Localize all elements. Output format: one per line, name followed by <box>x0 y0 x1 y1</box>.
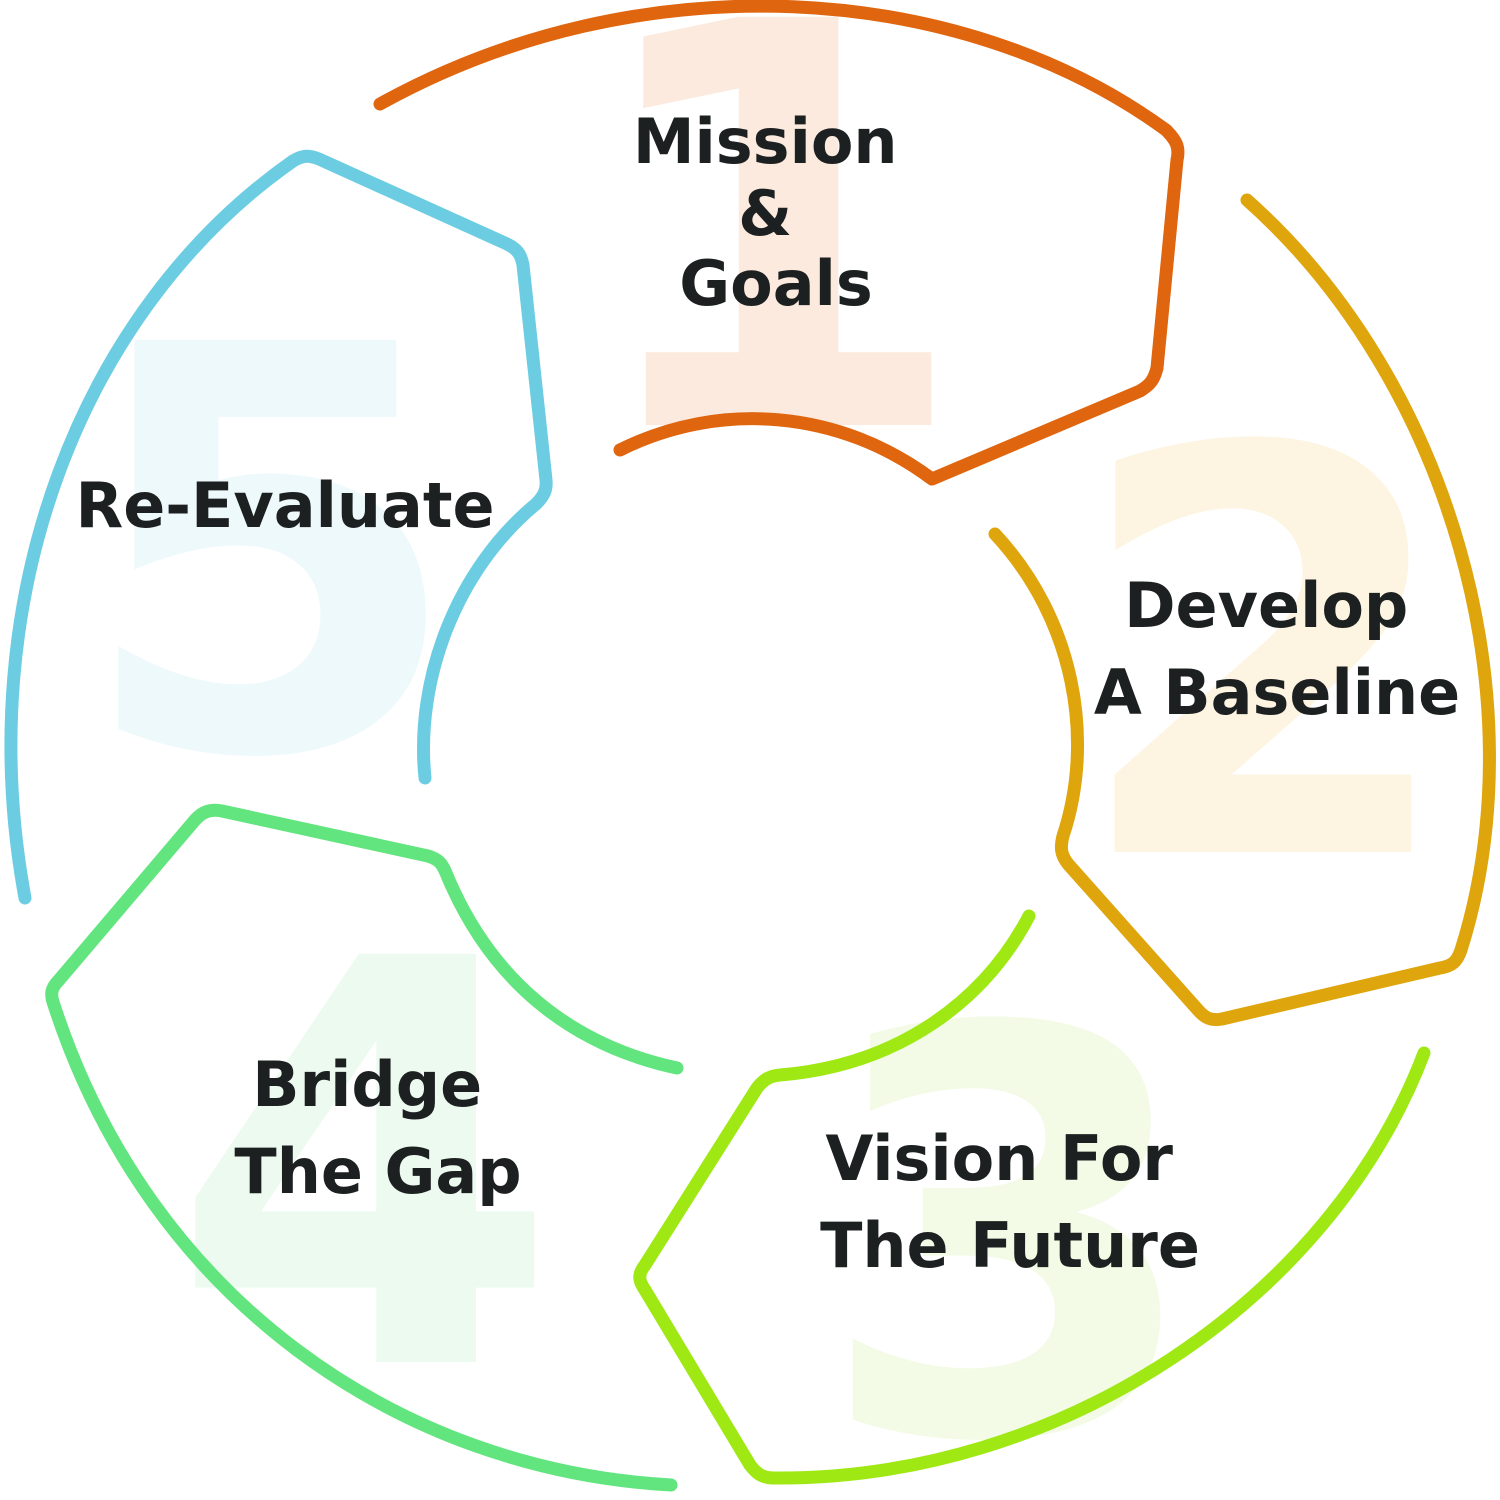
watermark-number-2: 2 <box>1070 333 1460 985</box>
segment-5-outline <box>4 149 553 905</box>
segment-2-outline <box>988 193 1496 1027</box>
segment-5-label-line-1: Re-Evaluate <box>75 469 494 542</box>
watermark-number-5: 5 <box>75 229 465 881</box>
segment-4-label-line-2: The Gap <box>234 1135 521 1208</box>
segment-3-label-line-2: The Future <box>820 1209 1200 1282</box>
segment-3-label-line-1: Vision For <box>825 1122 1173 1195</box>
segment-2-label-line-1: Develop <box>1124 569 1408 642</box>
watermark-number-3: 3 <box>815 913 1205 1500</box>
segment-2-label: Develop A Baseline <box>1094 569 1460 729</box>
segment-5-label: Re-Evaluate <box>75 469 494 542</box>
segment-4-label-line-1: Bridge <box>252 1048 482 1121</box>
segment-4-outline <box>45 803 684 1492</box>
segment-2-label-line-2: A Baseline <box>1094 656 1460 729</box>
segment-1-label-line-3: Goals <box>679 247 872 320</box>
segment-3-label: Vision For The Future <box>820 1122 1200 1282</box>
segment-1-label: Mission & Goals <box>633 105 919 320</box>
segment-3-outline <box>633 909 1431 1485</box>
segment-1-outline <box>373 0 1185 486</box>
segment-outlines <box>4 0 1496 1492</box>
segment-1-label-line-2: & <box>738 177 792 250</box>
segment-1-label-line-1: Mission <box>633 105 898 178</box>
segment-labels: Mission & Goals Develop A Baseline Visio… <box>75 105 1460 1282</box>
segment-4-label: Bridge The Gap <box>234 1048 521 1208</box>
